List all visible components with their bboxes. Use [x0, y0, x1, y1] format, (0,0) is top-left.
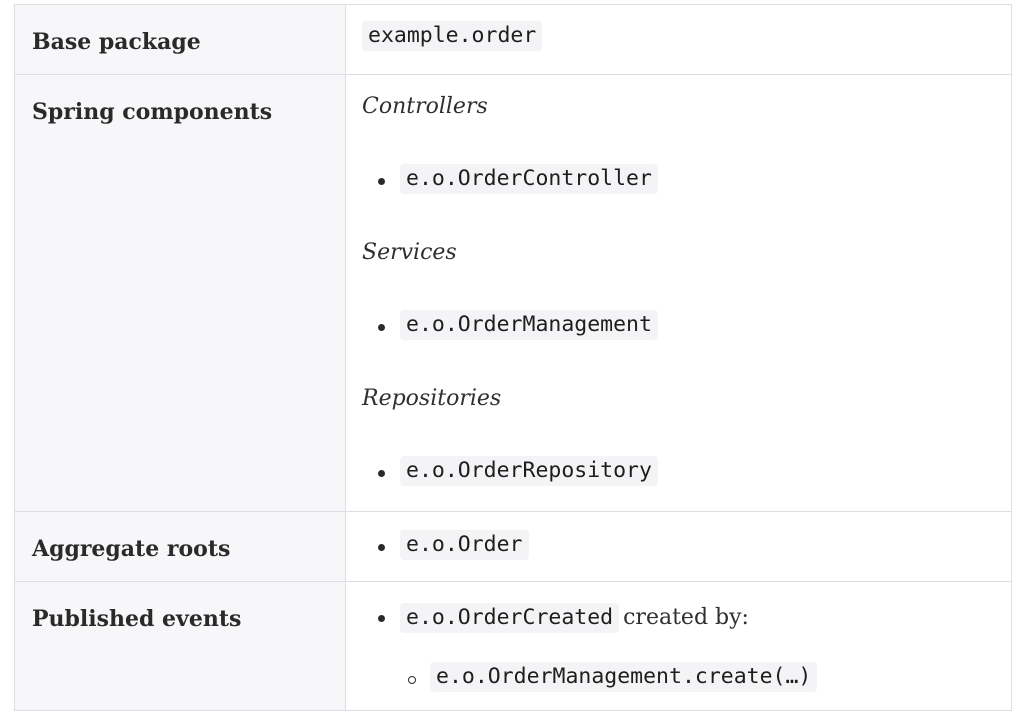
- row-value-cell: e.o.OrderCreated created by: e.o.OrderMa…: [345, 581, 1012, 711]
- row-key-cell: Aggregate roots: [14, 511, 346, 582]
- published-events-label: Published events: [32, 606, 242, 632]
- component-code: e.o.OrderManagement: [400, 310, 658, 340]
- aggregate-code: e.o.Order: [400, 530, 529, 560]
- group-heading-services: Services: [362, 240, 457, 265]
- table-row: Spring components Controllers e.o.OrderC…: [14, 74, 1012, 512]
- module-info-table: Base package example.order Spring compon…: [14, 4, 1012, 711]
- list-item: e.o.Order: [346, 530, 1011, 563]
- table-row: Aggregate roots e.o.Order: [14, 511, 1012, 582]
- component-code: e.o.OrderRepository: [400, 456, 658, 486]
- bullet-icon: [378, 544, 385, 551]
- group-heading-repositories: Repositories: [362, 386, 502, 411]
- row-key-cell: Published events: [14, 581, 346, 711]
- hollow-bullet-icon: [408, 676, 416, 684]
- event-origin-code: e.o.OrderManagement.create(…): [430, 662, 818, 692]
- table-row: Base package example.order: [14, 4, 1012, 75]
- spring-components-label: Spring components: [32, 99, 273, 125]
- base-package-value: example.order: [362, 21, 543, 51]
- bullet-icon: [378, 470, 385, 477]
- aggregate-roots-label: Aggregate roots: [32, 536, 231, 562]
- bullet-icon: [378, 615, 385, 622]
- component-code: e.o.OrderController: [400, 164, 658, 194]
- bullet-icon: [378, 178, 385, 185]
- list-item: e.o.OrderManagement: [346, 310, 1011, 343]
- bullet-icon: [378, 324, 385, 331]
- row-value-cell: example.order: [345, 4, 1012, 75]
- list-item: e.o.OrderController: [346, 164, 1011, 197]
- list-item: e.o.OrderManagement.create(…): [346, 662, 1011, 695]
- row-key-cell: Base package: [14, 4, 346, 75]
- event-suffix: created by:: [623, 605, 749, 630]
- row-value-cell: Controllers e.o.OrderController Services…: [345, 74, 1012, 512]
- list-item: e.o.OrderRepository: [346, 456, 1011, 489]
- event-code: e.o.OrderCreated: [400, 603, 620, 633]
- list-item: e.o.OrderCreated created by:: [346, 602, 1011, 636]
- row-key-cell: Spring components: [14, 74, 346, 512]
- base-package-label: Base package: [32, 29, 201, 55]
- table-row: Published events e.o.OrderCreated create…: [14, 581, 1012, 711]
- group-heading-controllers: Controllers: [362, 94, 488, 119]
- row-value-cell: e.o.Order: [345, 511, 1012, 582]
